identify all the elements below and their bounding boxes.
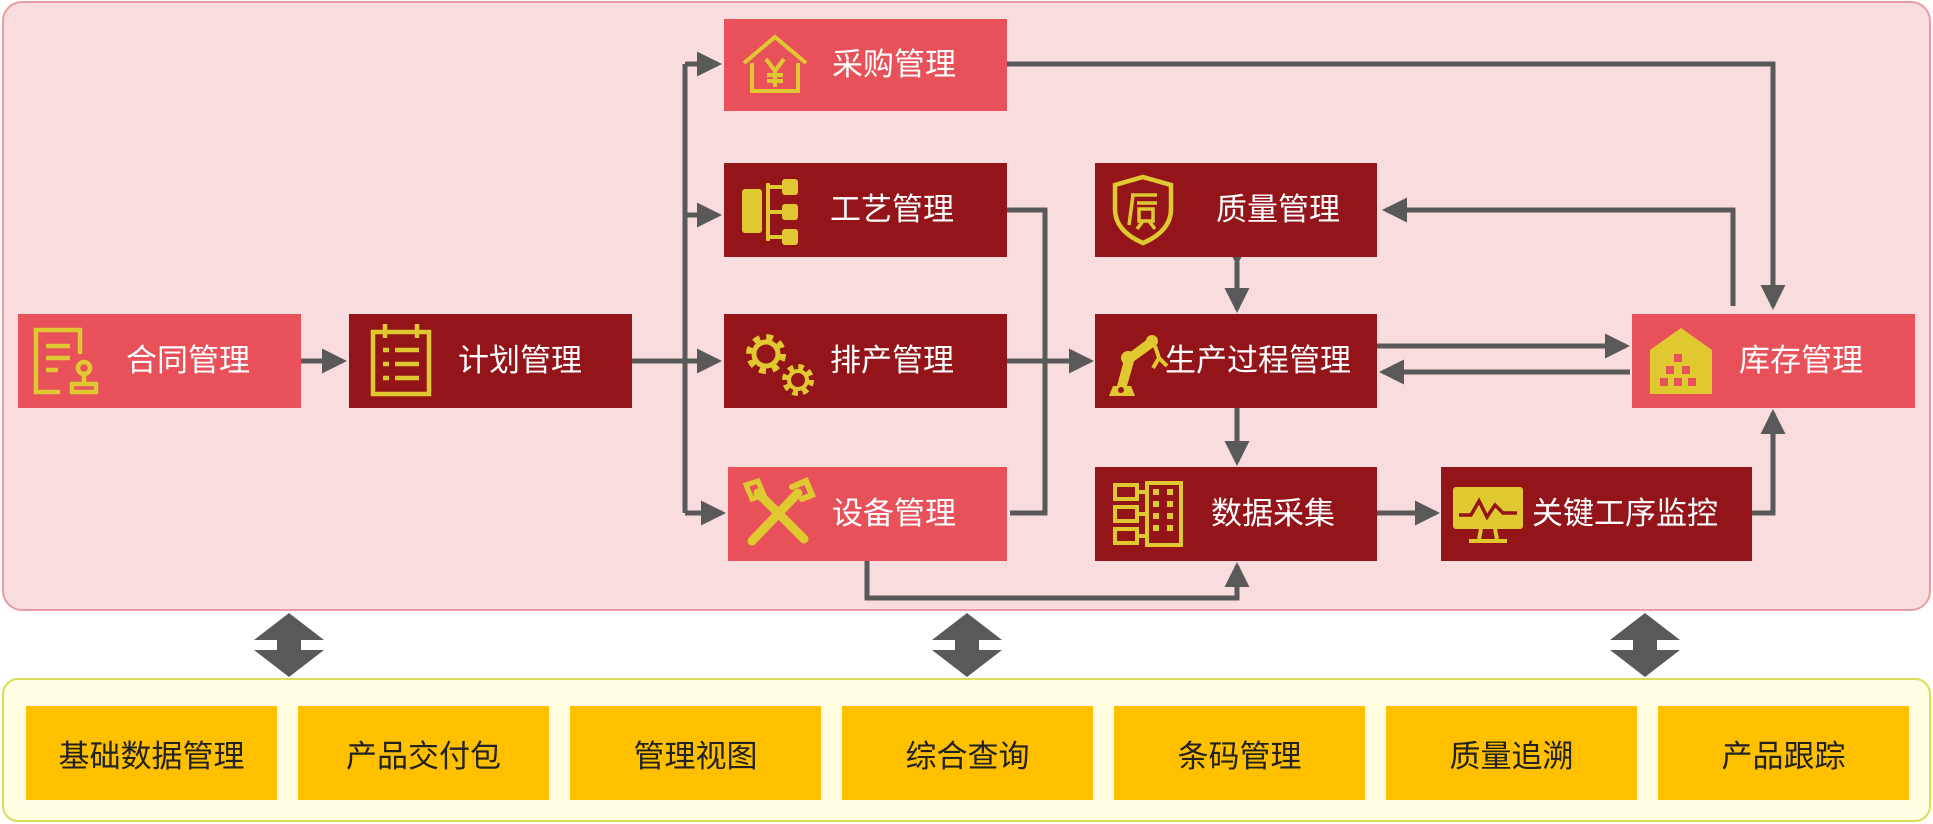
tools-icon [742,477,816,546]
double-arrow-left [254,613,324,677]
node-data-collection[interactable]: 数据采集 [1095,467,1377,561]
node-key-process-label: 关键工序监控 [1532,495,1718,532]
node-process[interactable]: 工艺管理 [724,163,1007,257]
warehouse-icon [1650,328,1712,394]
node-equipment[interactable]: 设备管理 [728,467,1007,561]
node-inventory[interactable]: 库存管理 [1632,314,1915,408]
arrow-inventory-to-quality [1381,197,1736,306]
node-plan-label: 计划管理 [458,342,582,379]
module-basic-data[interactable]: 基础数据管理 [26,706,277,800]
arrow-keyprocess-to-inventory [1752,408,1786,516]
contract-icon [33,327,99,395]
node-purchase[interactable]: 采购管理 [724,19,1007,111]
node-purchase-label: 采购管理 [832,46,956,83]
calendar-icon [370,324,432,397]
node-key-process[interactable]: 关键工序监控 [1441,467,1752,561]
module-quality-trace[interactable]: 质量追溯 [1386,706,1637,800]
gears-icon [746,334,814,396]
monitor-chart-icon [1453,487,1523,543]
data-rack-icon [1113,481,1183,547]
node-contract[interactable]: 合同管理 [18,314,301,408]
arrow-equipment-to-data [864,561,1250,601]
node-contract-label: 合同管理 [126,342,250,379]
shield-quality-icon [1112,174,1174,246]
tree-icon [742,179,798,245]
node-quality[interactable]: 质量管理 [1095,163,1377,257]
node-scheduling[interactable]: 排产管理 [724,314,1007,408]
house-yen-icon [742,34,808,93]
node-quality-label: 质量管理 [1216,191,1340,228]
node-plan[interactable]: 计划管理 [349,314,632,408]
robot-arm-icon [1109,335,1169,396]
module-barcode[interactable]: 条码管理 [1114,706,1365,800]
module-management-view[interactable]: 管理视图 [570,706,821,800]
node-scheduling-label: 排产管理 [830,342,954,379]
node-process-label: 工艺管理 [830,191,954,228]
module-delivery-package[interactable]: 产品交付包 [298,706,549,800]
node-equipment-label: 设备管理 [832,495,956,532]
double-arrow-center [932,613,1002,677]
node-production[interactable]: 生产过程管理 [1095,314,1377,408]
node-inventory-label: 库存管理 [1739,342,1863,379]
node-production-label: 生产过程管理 [1165,342,1351,379]
module-comprehensive-query[interactable]: 综合查询 [842,706,1093,800]
module-product-tracking[interactable]: 产品跟踪 [1658,706,1909,800]
arrow-purchase-to-inventory [1007,61,1786,311]
node-data-collection-label: 数据采集 [1211,495,1335,532]
double-arrow-right [1610,613,1680,677]
